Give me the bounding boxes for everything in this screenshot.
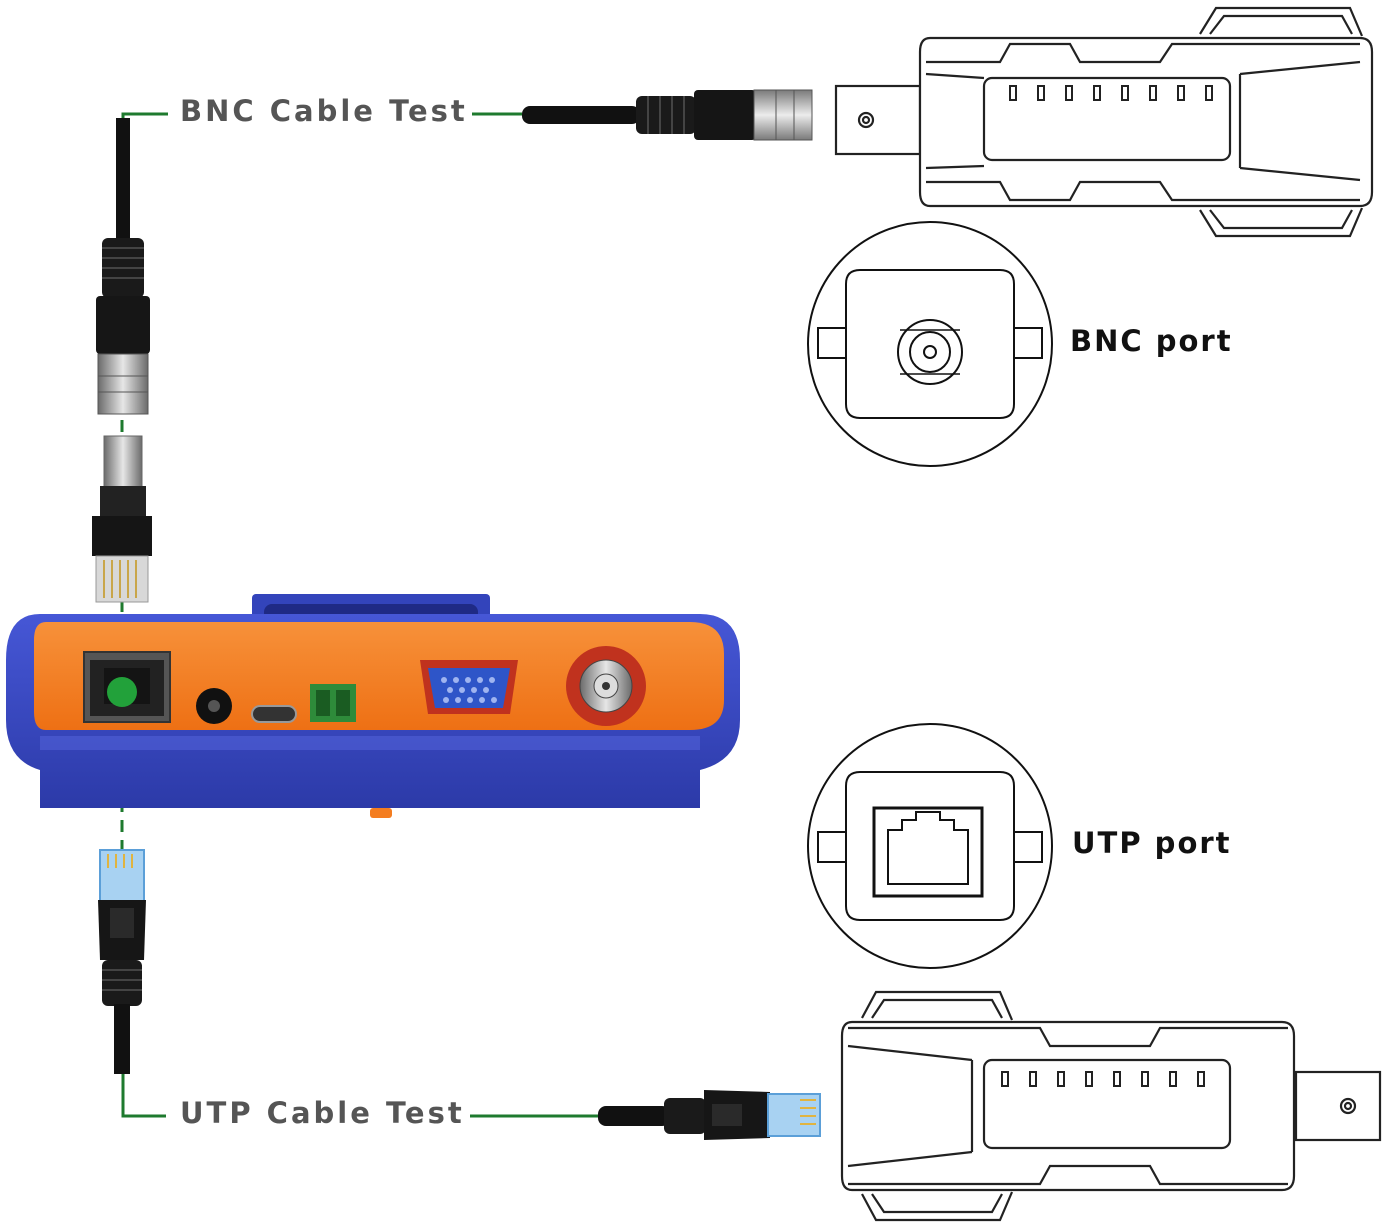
bnc-port-icon — [807, 221, 1053, 467]
rj45-connector-icon — [98, 849, 146, 1074]
remote-unit-bottom — [840, 990, 1382, 1222]
bnc-cable-horizontal — [522, 89, 813, 141]
bnc-rj45-adapter — [92, 435, 152, 603]
utp-cable-horizontal — [598, 1090, 821, 1140]
remote-unit-top — [834, 6, 1374, 238]
utp-leader-left — [121, 1072, 166, 1118]
bnc-cable-vertical — [96, 118, 150, 415]
bnc-port-label: BNC port — [1070, 324, 1233, 358]
utp-port-icon — [807, 723, 1053, 969]
bnc-leader-left — [121, 112, 168, 118]
utp-port-label: UTP port — [1072, 826, 1232, 860]
cable-tester-icon — [6, 594, 740, 818]
bnc-cable-test-label: BNC Cable Test — [180, 94, 468, 128]
utp-cable-test-label: UTP Cable Test — [180, 1096, 465, 1130]
